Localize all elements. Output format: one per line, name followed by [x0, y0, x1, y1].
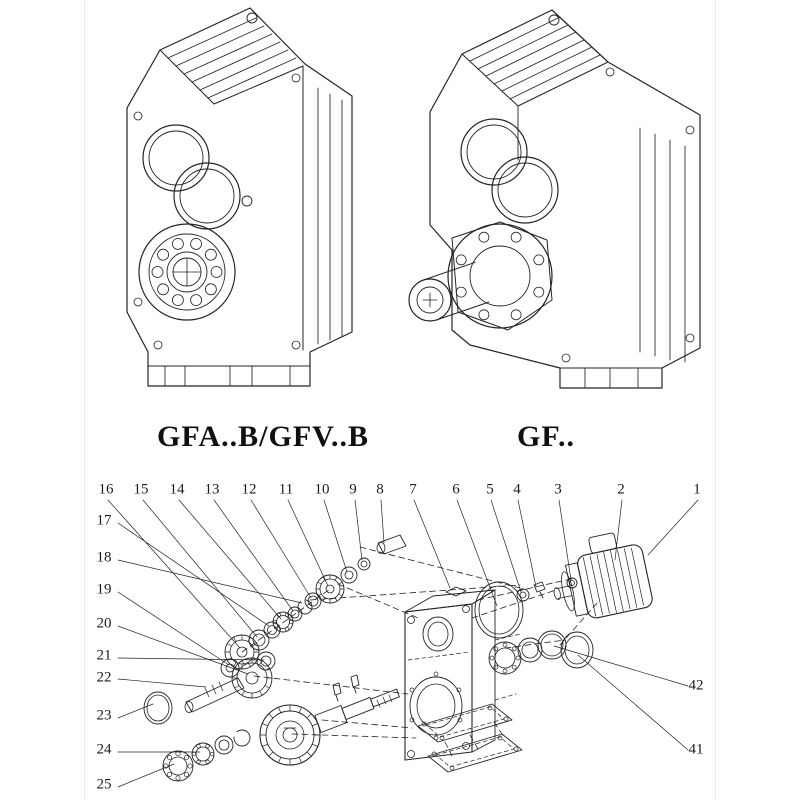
model-label-gf: GF..	[517, 420, 575, 453]
assembly-axis-lines	[241, 546, 599, 757]
callout-6: 6	[452, 481, 460, 498]
callout-15: 15	[133, 481, 149, 498]
callout-8: 8	[376, 481, 384, 498]
callout-11: 11	[278, 481, 294, 498]
callout-14: 14	[169, 481, 185, 498]
gasket-plates	[417, 703, 523, 773]
callout-2: 2	[617, 481, 625, 498]
model-label-gfab: GFA..B/GFV..B	[157, 420, 369, 453]
page-edge-right	[715, 0, 716, 800]
motor-side-small-parts	[474, 577, 578, 639]
exploded-parts-diagram	[107, 499, 699, 788]
callout-22: 22	[96, 669, 112, 686]
callout-25: 25	[96, 776, 112, 793]
callout-18: 18	[96, 549, 112, 566]
output-shaft-parts	[162, 674, 400, 782]
intermediate-shaft-parts	[143, 651, 276, 725]
callout-16: 16	[98, 481, 114, 498]
callout-7: 7	[409, 481, 417, 498]
callout-13: 13	[204, 481, 220, 498]
callout-41: 41	[688, 741, 704, 758]
callout-9: 9	[349, 481, 357, 498]
callout-5: 5	[486, 481, 494, 498]
callout-4: 4	[513, 481, 521, 498]
callout-3: 3	[554, 481, 562, 498]
gearbox-view-gfab	[126, 7, 353, 387]
output-bearing-parts	[488, 630, 594, 675]
callout-12: 12	[241, 481, 257, 498]
callout-17: 17	[96, 512, 112, 529]
callout-10: 10	[314, 481, 330, 498]
callout-1: 1	[693, 481, 701, 498]
callout-42: 42	[688, 677, 704, 694]
callout-21: 21	[96, 647, 112, 664]
callout-20: 20	[96, 615, 112, 632]
page-edge-left	[84, 0, 85, 800]
gearbox-view-gf	[408, 9, 701, 389]
callout-19: 19	[96, 581, 112, 598]
motor-part	[553, 532, 653, 619]
callout-24: 24	[96, 741, 112, 758]
callout-leader-lines	[107, 499, 699, 788]
housing-part	[404, 586, 521, 761]
input-shaft-parts	[224, 534, 407, 670]
callout-23: 23	[96, 707, 112, 724]
